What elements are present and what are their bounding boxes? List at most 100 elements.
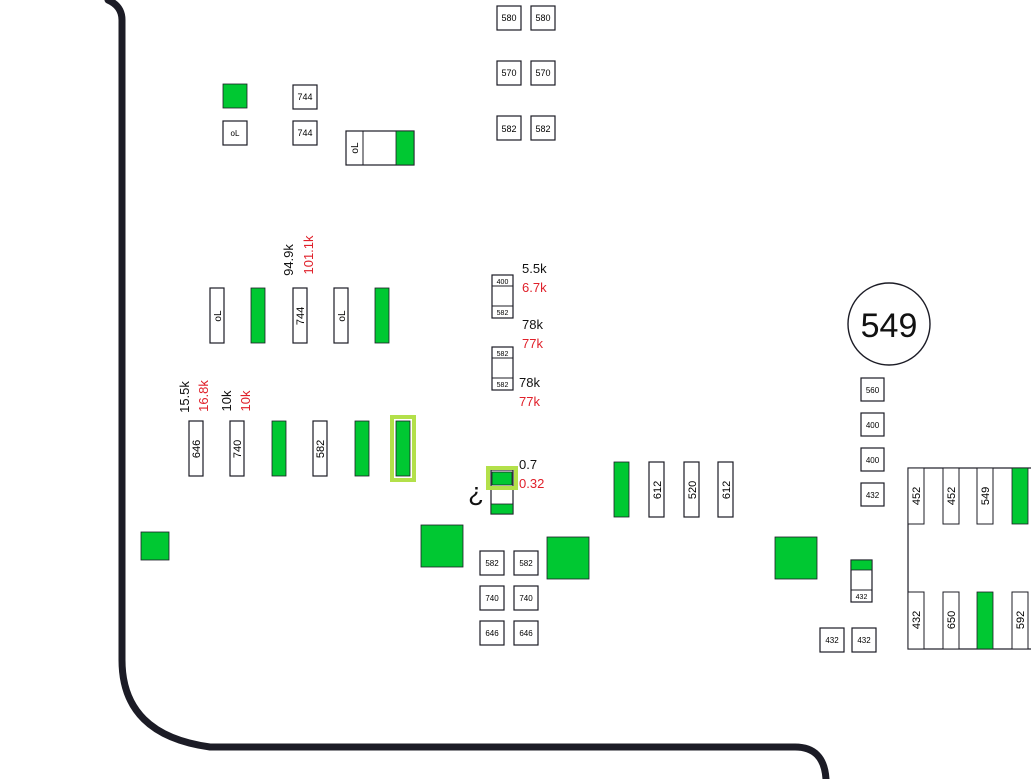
smd-square[interactable]	[851, 627, 877, 653]
large-green-pad[interactable]	[420, 524, 464, 568]
component-label: 452	[911, 487, 923, 505]
smd-square[interactable]	[513, 585, 539, 611]
large-green-pad[interactable]	[774, 536, 818, 580]
smd-square[interactable]	[292, 120, 318, 146]
measurement-primary: 10k	[219, 390, 234, 411]
component-label: 582	[485, 559, 499, 568]
green-pad[interactable]	[222, 83, 248, 109]
component-label: 582	[497, 310, 509, 317]
connector-pin[interactable]	[907, 467, 925, 525]
measurement-secondary: 77k	[519, 394, 540, 409]
green-component[interactable]	[613, 461, 630, 518]
measurement-secondary: 77k	[522, 336, 543, 351]
smd-square[interactable]	[860, 412, 885, 437]
center-stack: 400 582 582 582 ?	[469, 274, 518, 515]
measurement-primary: 78k	[519, 375, 540, 390]
smd-square[interactable]	[479, 585, 505, 611]
vertical-component[interactable]	[312, 420, 328, 477]
green-component-selected[interactable]	[395, 420, 411, 477]
connector-pin-green[interactable]	[976, 591, 994, 650]
smd-square[interactable]	[860, 377, 885, 402]
component-label: 549	[980, 487, 992, 505]
row2: 646 740 582 15.5k 16.8k 10k 10k	[177, 380, 416, 482]
component-label: 400	[866, 421, 880, 430]
vertical-component[interactable]	[648, 461, 665, 518]
smd-square[interactable]	[530, 5, 556, 31]
smd-square[interactable]	[479, 550, 505, 576]
smd-square[interactable]	[860, 447, 885, 472]
component-label: 560	[866, 386, 880, 395]
connector-pin[interactable]	[942, 467, 960, 525]
connector-pin[interactable]	[907, 591, 925, 650]
component-label: 740	[232, 440, 244, 458]
component-label: oL	[213, 310, 224, 322]
component-label: 432	[911, 611, 923, 629]
component-label: 582	[501, 124, 516, 134]
unknown-marker: ?	[469, 481, 483, 511]
green-component[interactable]	[354, 420, 370, 477]
top-left-group: oL 744 744 oL	[222, 83, 415, 166]
green-component[interactable]	[271, 420, 287, 477]
vertical-component[interactable]	[333, 287, 349, 344]
vertical-component[interactable]	[188, 420, 204, 477]
smd-square[interactable]	[496, 115, 522, 141]
green-pad	[395, 130, 415, 166]
component-label: 570	[501, 68, 516, 78]
component-label: 400	[866, 456, 880, 465]
vertical-component[interactable]	[683, 461, 700, 518]
bottom-grid: 582 582 740 740 646 646	[479, 550, 539, 646]
component-label: 400	[497, 279, 509, 286]
vertical-component[interactable]	[717, 461, 734, 518]
component-label: 582	[535, 124, 550, 134]
connector-pin[interactable]	[942, 591, 960, 650]
vertical-component[interactable]	[229, 420, 245, 477]
measurement-primary: 0.7	[519, 457, 537, 472]
top-column: 580 580 570 570 582 582	[496, 5, 556, 141]
component-label: 740	[485, 594, 499, 603]
smd-square[interactable]	[496, 5, 522, 31]
large-green-pad[interactable]	[546, 536, 590, 580]
connector-pin[interactable]	[1011, 591, 1029, 650]
smd-square[interactable]	[292, 84, 318, 110]
component-label: 570	[535, 68, 550, 78]
green-pad[interactable]	[140, 531, 170, 561]
highlight-frame	[390, 415, 416, 482]
connector-pin-green[interactable]	[1011, 467, 1029, 525]
component-label: 580	[535, 13, 550, 23]
smd-square[interactable]	[513, 550, 539, 576]
smd-square[interactable]	[860, 482, 885, 507]
measurement-primary: 5.5k	[522, 261, 547, 276]
component-label: oL	[231, 129, 240, 138]
smd-square[interactable]	[530, 115, 556, 141]
component-label: 592	[1015, 611, 1027, 629]
smd-square[interactable]	[819, 627, 845, 653]
component-label: 520	[687, 481, 699, 499]
component-label: 646	[485, 629, 499, 638]
component-label: 432	[866, 491, 880, 500]
center-measurements: 5.5k 6.7k 78k 77k 78k 77k 0.7 0.32	[519, 261, 547, 491]
right-small: 432 432 432	[819, 559, 877, 653]
component-label: 582	[497, 351, 509, 358]
component-label: 744	[297, 128, 312, 138]
smd-square[interactable]	[513, 620, 539, 646]
vertical-component[interactable]	[209, 287, 225, 344]
green-component[interactable]	[374, 287, 390, 344]
connector-outline[interactable]	[907, 467, 1031, 650]
smd-square[interactable]	[479, 620, 505, 646]
vertical-component[interactable]	[292, 287, 308, 344]
test-point-circle[interactable]	[847, 282, 931, 366]
smd-square[interactable]	[222, 120, 248, 146]
connector-pin[interactable]	[976, 467, 994, 525]
green-component[interactable]	[250, 287, 266, 344]
connector-block: 452 452 549 432 650 592	[907, 467, 1031, 650]
measurement-secondary: 16.8k	[196, 380, 211, 412]
smd-square[interactable]	[496, 60, 522, 86]
measurement-secondary: 10k	[238, 390, 253, 411]
smd-square[interactable]	[530, 60, 556, 86]
component-label: 432	[825, 636, 839, 645]
component-label: 432	[856, 594, 868, 601]
component-label: 646	[191, 440, 203, 458]
component-label: 580	[501, 13, 516, 23]
green-pad-selected[interactable]	[491, 471, 513, 486]
